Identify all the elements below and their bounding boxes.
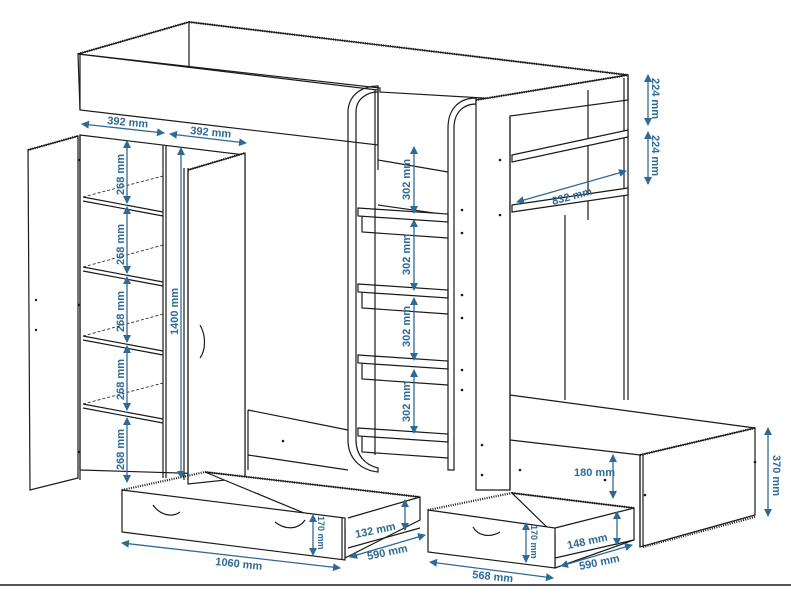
dim-top-shelf-2: 224 mm (649, 135, 661, 176)
dim-wardrobe-height: 1400 mm (169, 288, 181, 335)
dim-shelf-gap-3: 268 mm (115, 291, 127, 332)
dim-ladder-step-3: 302 mm (401, 306, 413, 347)
bench-box (639, 426, 757, 549)
dim-top-shelf-1: 224 mm (649, 78, 661, 119)
bottom-divider (0, 584, 791, 586)
dim-wardrobe-left-width: 392 mm (107, 115, 149, 131)
dim-shelf-gap-4: 268 mm (115, 359, 127, 400)
dim-drawer-large-front-height: 170 mm (316, 516, 326, 550)
dim-drawer-large-width: 1060 mm (215, 556, 263, 573)
dim-ladder-step-4: 302 mm (401, 381, 413, 422)
left-wardrobe (27, 134, 246, 491)
dim-ladder-step-2: 302 mm (401, 234, 413, 275)
bookcase (447, 73, 629, 491)
dim-bench-inner-height: 180 mm (574, 467, 615, 479)
dim-drawer-small-width: 568 mm (472, 569, 514, 585)
large-drawer (121, 470, 421, 561)
dim-bookcase-width: 832 mm (551, 186, 594, 208)
dimension-lines (81, 74, 772, 582)
bed-rail (77, 20, 629, 170)
dim-bench-height: 370 mm (770, 455, 782, 496)
dim-shelf-gap-5: 268 mm (115, 429, 127, 470)
dim-drawer-large-depth: 590 mm (366, 543, 409, 563)
dim-shelf-gap-1: 268 mm (115, 154, 127, 195)
lower-frame (247, 394, 756, 482)
dim-wardrobe-right-width: 392 mm (190, 125, 232, 141)
dim-drawer-small-front-height: 170 mm (529, 525, 539, 559)
dim-ladder-step-1: 302 mm (401, 159, 413, 200)
dim-shelf-gap-2: 268 mm (115, 224, 127, 265)
ladder (347, 85, 449, 473)
